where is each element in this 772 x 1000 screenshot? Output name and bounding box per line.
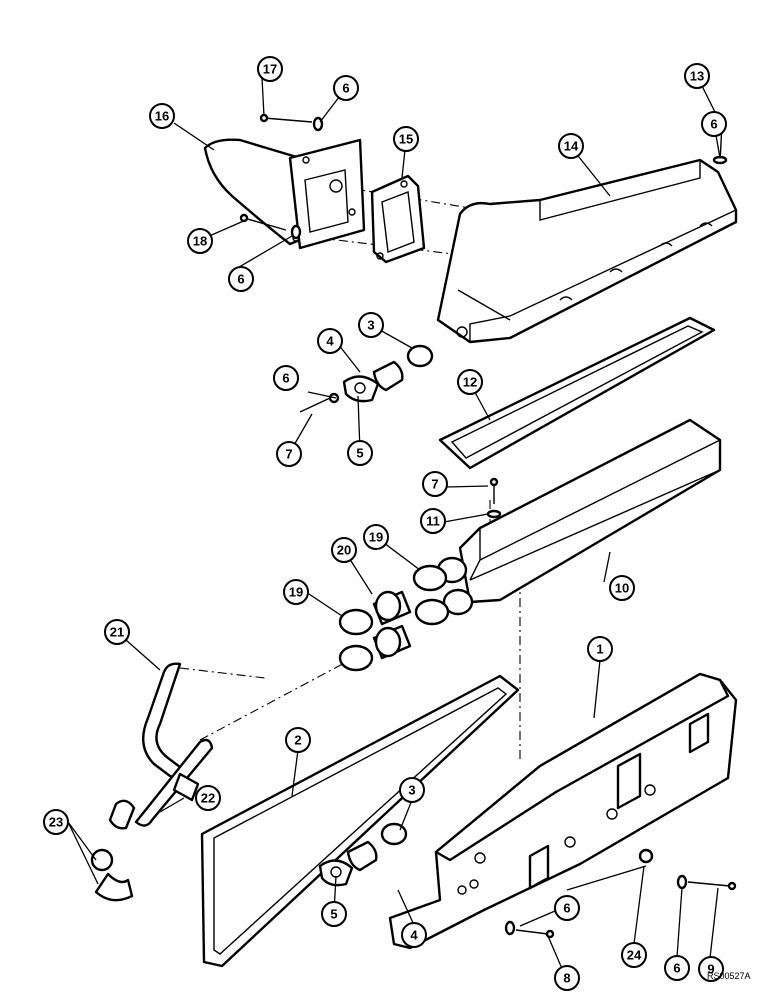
- callout-label: 6: [563, 901, 570, 916]
- callout-1: 1: [587, 636, 613, 662]
- callout-label: 2: [294, 733, 301, 748]
- callout-label: 16: [155, 109, 169, 124]
- callout-3: 3: [399, 777, 425, 803]
- callout-6: 6: [273, 365, 299, 391]
- manifold-cover-part: [436, 158, 738, 344]
- callout-19: 19: [283, 579, 309, 605]
- callout-12: 12: [457, 369, 483, 395]
- upper-outlet-assembly: [299, 344, 434, 413]
- callout-9: 9: [698, 956, 724, 982]
- callout-label: 5: [330, 907, 337, 922]
- callout-6: 6: [554, 895, 580, 921]
- callout-label: 17: [263, 62, 277, 77]
- callout-label: 15: [399, 132, 413, 147]
- callout-label: 22: [201, 791, 215, 806]
- callout-10: 10: [609, 575, 635, 601]
- lower-outlet-assembly: [318, 822, 408, 887]
- callout-label: 7: [431, 477, 438, 492]
- callout-label: 6: [237, 272, 244, 287]
- callout-13: 13: [684, 63, 710, 89]
- callout-15: 15: [393, 126, 419, 152]
- callout-18: 18: [187, 228, 213, 254]
- callout-17: 17: [257, 56, 283, 82]
- callout-label: 4: [410, 928, 418, 943]
- callout-label: 9: [707, 962, 714, 977]
- callout-label: 6: [342, 81, 349, 96]
- callout-label: 5: [356, 446, 363, 461]
- cooler-housing-part: [388, 672, 738, 950]
- callout-label: 18: [193, 234, 207, 249]
- callout-23: 23: [43, 809, 69, 835]
- callout-5: 5: [347, 440, 373, 466]
- callout-6: 6: [228, 266, 254, 292]
- callout-label: 23: [49, 815, 63, 830]
- callout-24: 24: [621, 942, 647, 968]
- cooler-element-part: [436, 418, 722, 616]
- callout-label: 11: [426, 514, 440, 529]
- callout-label: 19: [369, 530, 383, 545]
- callout-label: 6: [710, 117, 717, 132]
- callout-8: 8: [554, 965, 580, 991]
- lower-gasket-part: [200, 674, 520, 968]
- tube-assemblies: [90, 662, 214, 902]
- figure-reference-code: RS00527A: [707, 971, 751, 981]
- callout-label: 20: [337, 543, 351, 558]
- callout-6: 6: [664, 955, 690, 981]
- cooler-fasteners: [486, 477, 502, 519]
- callout-label: 6: [673, 961, 680, 976]
- callout-label: 7: [285, 447, 292, 462]
- callout-19: 19: [363, 524, 389, 550]
- flange-gasket-part: [370, 174, 426, 264]
- callout-6: 6: [701, 111, 727, 137]
- callout-11: 11: [420, 508, 446, 534]
- callout-label: 8: [563, 971, 570, 986]
- callout-5: 5: [321, 901, 347, 927]
- callout-label: 12: [463, 375, 477, 390]
- callout-22: 22: [195, 785, 221, 811]
- callout-label: 24: [627, 948, 642, 963]
- callout-label: 10: [615, 581, 629, 596]
- callout-label: 1: [596, 642, 603, 657]
- callout-14: 14: [558, 133, 584, 159]
- callout-3: 3: [358, 312, 384, 338]
- callout-2: 2: [285, 727, 311, 753]
- cover-gasket-part: [438, 316, 716, 470]
- callout-label: 21: [110, 625, 124, 640]
- callout-4: 4: [317, 328, 343, 354]
- callout-label: 19: [289, 585, 303, 600]
- callout-label: 14: [564, 139, 579, 154]
- callout-label: 13: [690, 69, 704, 84]
- callout-6: 6: [333, 75, 359, 101]
- callout-7: 7: [422, 471, 448, 497]
- callout-21: 21: [104, 619, 130, 645]
- callout-label: 4: [326, 334, 334, 349]
- callout-16: 16: [149, 103, 175, 129]
- clamp-hose-set: [338, 564, 450, 672]
- callout-label: 3: [408, 783, 415, 798]
- elbow-outlet-part: [203, 138, 366, 250]
- callout-20: 20: [331, 537, 357, 563]
- callout-7: 7: [276, 441, 302, 467]
- callout-label: 6: [282, 371, 289, 386]
- callout-4: 4: [401, 922, 427, 948]
- callout-label: 3: [367, 318, 374, 333]
